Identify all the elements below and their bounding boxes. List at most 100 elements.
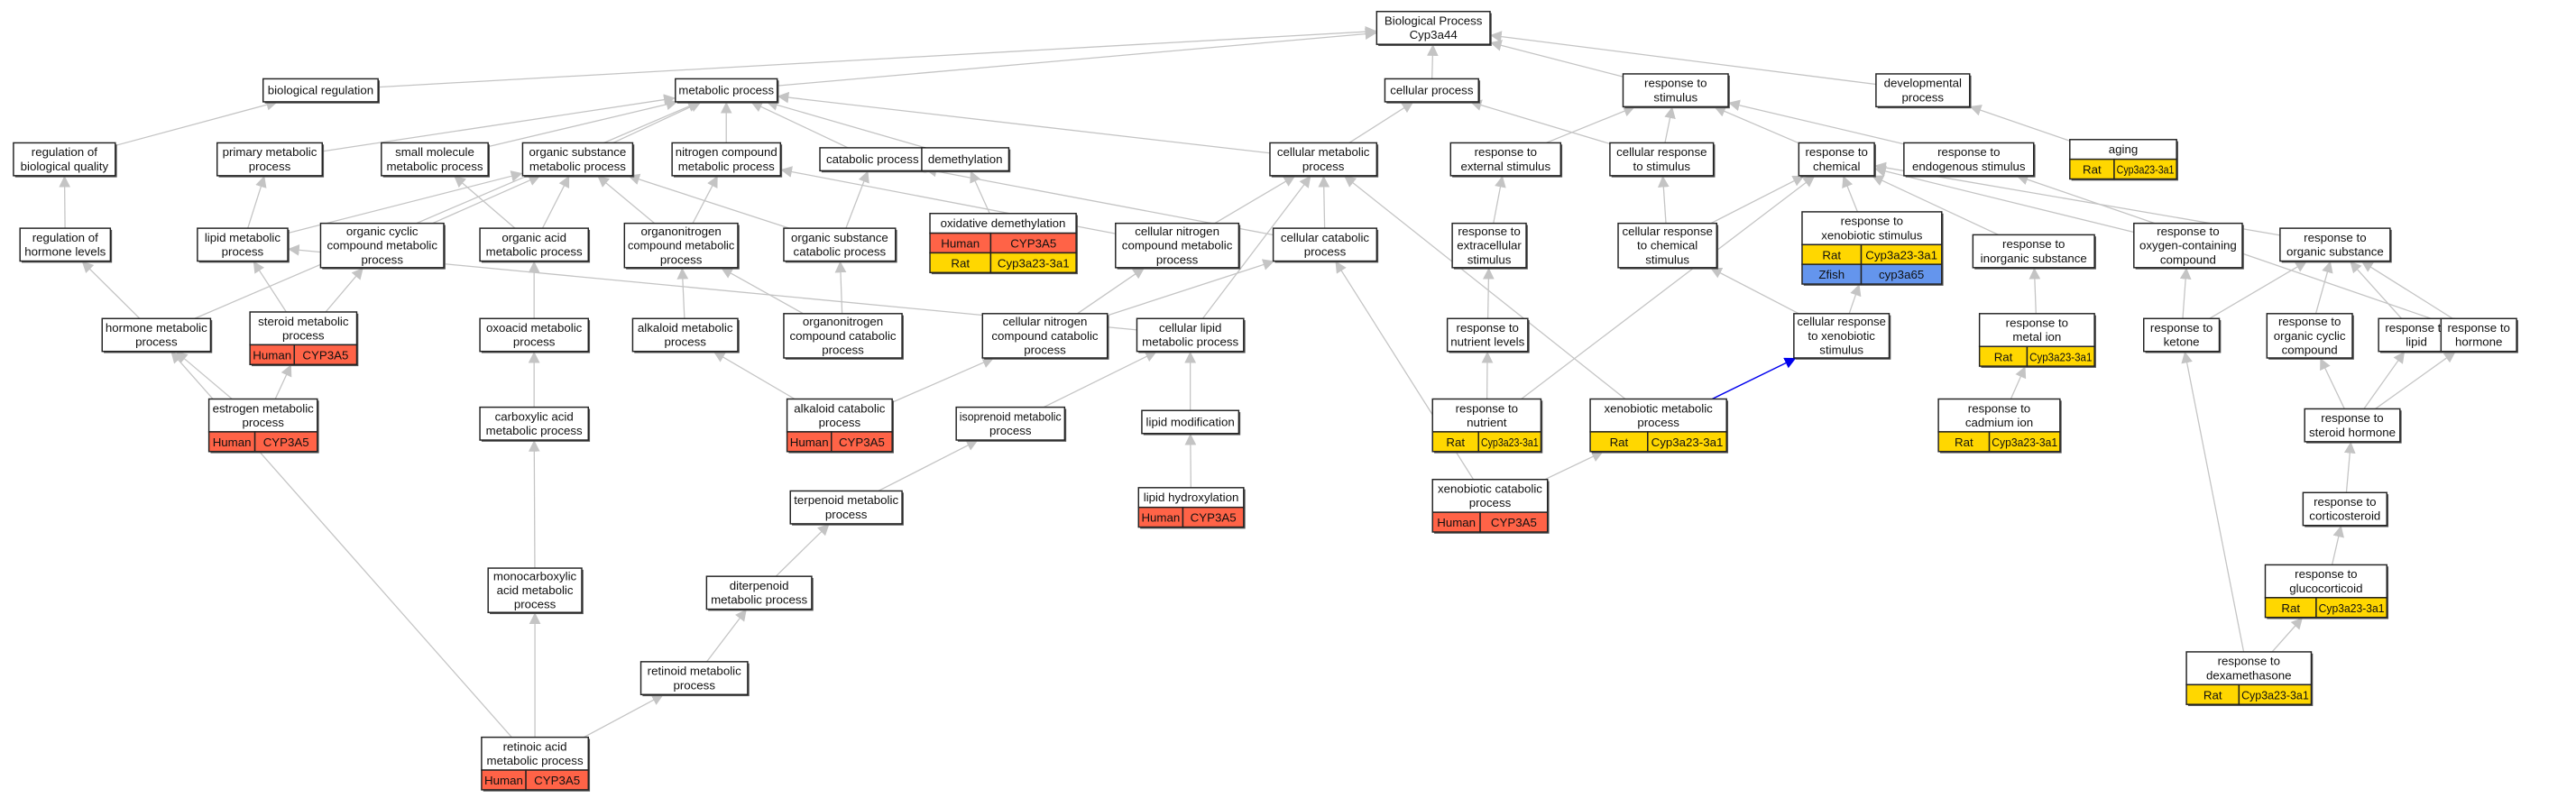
go-term-node[interactable]: cellular process bbox=[1384, 78, 1481, 104]
is-a-edge bbox=[1043, 351, 1158, 408]
node-label: retinoic acid bbox=[503, 739, 567, 753]
is-a-edge bbox=[488, 98, 678, 148]
node-title-box bbox=[1617, 222, 1718, 269]
is-a-edge bbox=[1842, 175, 1859, 213]
node-label: response to bbox=[1475, 145, 1537, 159]
is-a-edge bbox=[692, 175, 719, 224]
go-term-node[interactable]: catabolic process bbox=[819, 147, 927, 173]
node-label: organic substance bbox=[529, 145, 627, 159]
go-term-node[interactable]: metabolic process bbox=[675, 78, 779, 104]
go-term-node[interactable]: demethylation bbox=[921, 147, 1011, 173]
node-label: metabolic process bbox=[386, 160, 483, 173]
go-term-node[interactable]: biological regulation bbox=[262, 78, 380, 104]
node-label: metabolic process bbox=[678, 84, 774, 97]
go-term-node[interactable]: lipid modification bbox=[1141, 409, 1241, 436]
node-label: process bbox=[513, 335, 556, 349]
node-title-box bbox=[786, 398, 893, 433]
node-title-box bbox=[216, 142, 323, 177]
node-title-box bbox=[671, 142, 782, 177]
is-a-edge bbox=[1489, 40, 1624, 78]
node-title-box bbox=[1449, 142, 1562, 177]
node-title-box bbox=[319, 222, 445, 269]
gene-label: CYP3A5 bbox=[839, 436, 885, 449]
is-a-edge bbox=[1343, 175, 1626, 399]
is-a-edge bbox=[596, 175, 656, 225]
node-label: extracellular bbox=[1457, 239, 1522, 252]
node-title-box bbox=[1609, 142, 1715, 177]
node-label: metabolic process bbox=[487, 754, 584, 767]
node-label: process bbox=[135, 335, 178, 349]
node-label: organic acid bbox=[501, 231, 566, 244]
node-label: compound metabolic bbox=[327, 239, 437, 252]
node-label: chemical bbox=[1813, 160, 1860, 173]
node-label: catabolic process bbox=[794, 245, 887, 259]
node-title-box bbox=[479, 406, 589, 441]
node-label: small molecule bbox=[395, 145, 474, 159]
node-label: oxoacid metabolic bbox=[486, 321, 583, 335]
node-label: lipid metabolic bbox=[205, 231, 281, 244]
node-title-box bbox=[1446, 317, 1529, 353]
